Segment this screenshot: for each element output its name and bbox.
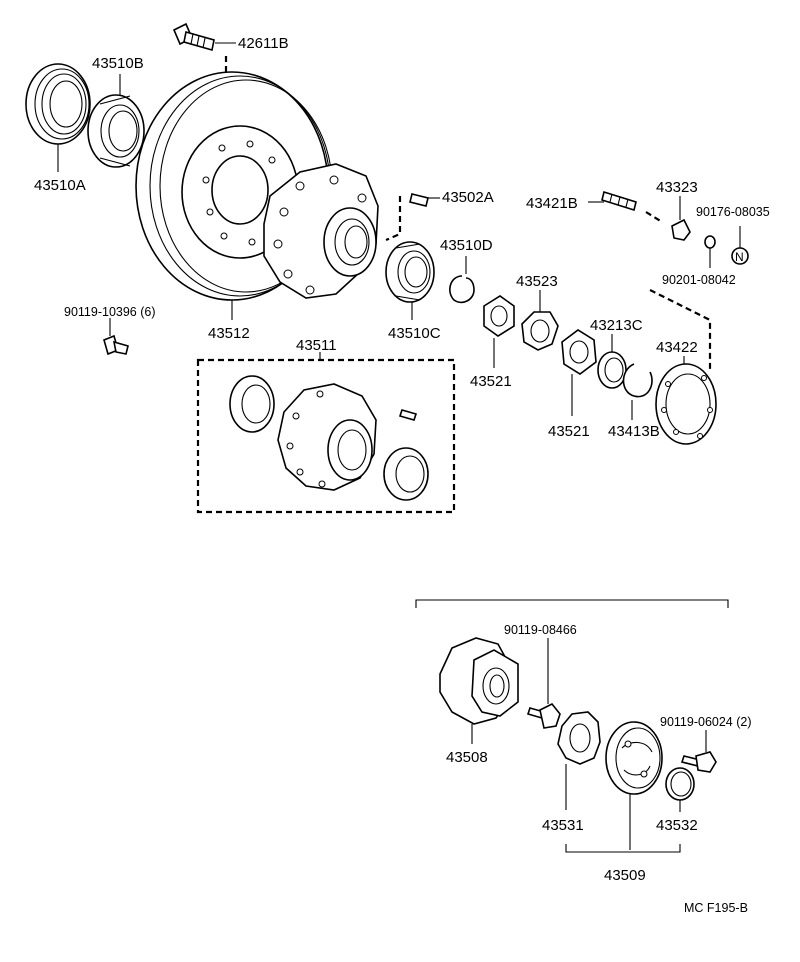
label-43531: 43531 xyxy=(542,817,584,834)
label-90176-08035: 90176-08035 xyxy=(696,205,770,219)
flange-43509[interactable] xyxy=(605,721,663,795)
label-43521-b: 43521 xyxy=(548,423,590,440)
bolt-90119-08466[interactable] xyxy=(526,702,561,729)
n-symbol-90176-08035[interactable]: N xyxy=(731,247,749,265)
label-43509: 43509 xyxy=(604,867,646,884)
n-symbol-letter: N xyxy=(735,250,744,264)
dashed-guide-43421B xyxy=(645,211,663,223)
group-bracket-top xyxy=(415,599,729,608)
label-43532: 43532 xyxy=(656,817,698,834)
drawing-code: MC F195-B xyxy=(684,901,748,915)
label-43510A: 43510A xyxy=(34,177,86,194)
label-43421B: 43421B xyxy=(526,195,578,212)
stud-43421B[interactable] xyxy=(601,190,637,212)
label-43413B: 43413B xyxy=(608,423,660,440)
label-90119-06024: 90119-06024 (2) xyxy=(660,715,752,729)
dashed-guide-43502A xyxy=(385,196,402,242)
hub-assembly-43511[interactable] xyxy=(229,375,429,501)
label-42611B: 42611B xyxy=(238,35,289,52)
bearing-43510B[interactable] xyxy=(87,94,145,168)
ring-43213C[interactable] xyxy=(597,351,627,389)
oil-seal-43510A[interactable] xyxy=(25,63,91,145)
label-43213C: 43213C xyxy=(590,317,643,334)
wheel-stud-42611B[interactable] xyxy=(172,22,215,52)
lock-washer-43523[interactable] xyxy=(521,311,559,351)
gasket-43531[interactable] xyxy=(557,711,601,765)
hub-assembly-box-43511 xyxy=(196,358,456,514)
label-43512: 43512 xyxy=(208,325,250,342)
label-43521-a: 43521 xyxy=(470,373,512,390)
label-43422: 43422 xyxy=(656,339,698,356)
ring-43532[interactable] xyxy=(665,767,695,801)
washer-90201-08042[interactable] xyxy=(704,235,716,249)
label-43510B: 43510B xyxy=(92,55,144,72)
hub-bolt-90119-10396[interactable] xyxy=(103,334,129,356)
lock-nut-43521-a[interactable] xyxy=(483,295,515,337)
hub-main[interactable] xyxy=(263,163,379,299)
hub-body-43508[interactable] xyxy=(439,637,519,725)
group-bracket-43509 xyxy=(565,844,681,853)
bearing-43510C[interactable] xyxy=(385,241,435,303)
label-43523: 43523 xyxy=(516,273,558,290)
label-90201-08042: 90201-08042 xyxy=(662,273,736,287)
lock-nut-43521-b[interactable] xyxy=(561,329,597,375)
label-43511: 43511 xyxy=(296,337,337,354)
dashed-guide-43422 xyxy=(649,289,712,372)
pin-43502A[interactable] xyxy=(409,193,429,207)
snap-ring-43413B[interactable] xyxy=(622,363,653,398)
label-43502A: 43502A xyxy=(442,189,494,206)
label-43508: 43508 xyxy=(446,749,488,766)
nut-43323[interactable] xyxy=(671,218,691,241)
gasket-43422[interactable] xyxy=(655,363,717,445)
bolt-90119-06024[interactable] xyxy=(680,751,717,773)
snap-ring-43510D[interactable] xyxy=(449,275,475,304)
label-43510D: 43510D xyxy=(440,237,493,254)
label-43323: 43323 xyxy=(656,179,698,196)
label-90119-08466: 90119-08466 xyxy=(504,623,577,637)
label-90119-10396: 90119-10396 (6) xyxy=(64,305,156,319)
label-43510C: 43510C xyxy=(388,325,441,342)
